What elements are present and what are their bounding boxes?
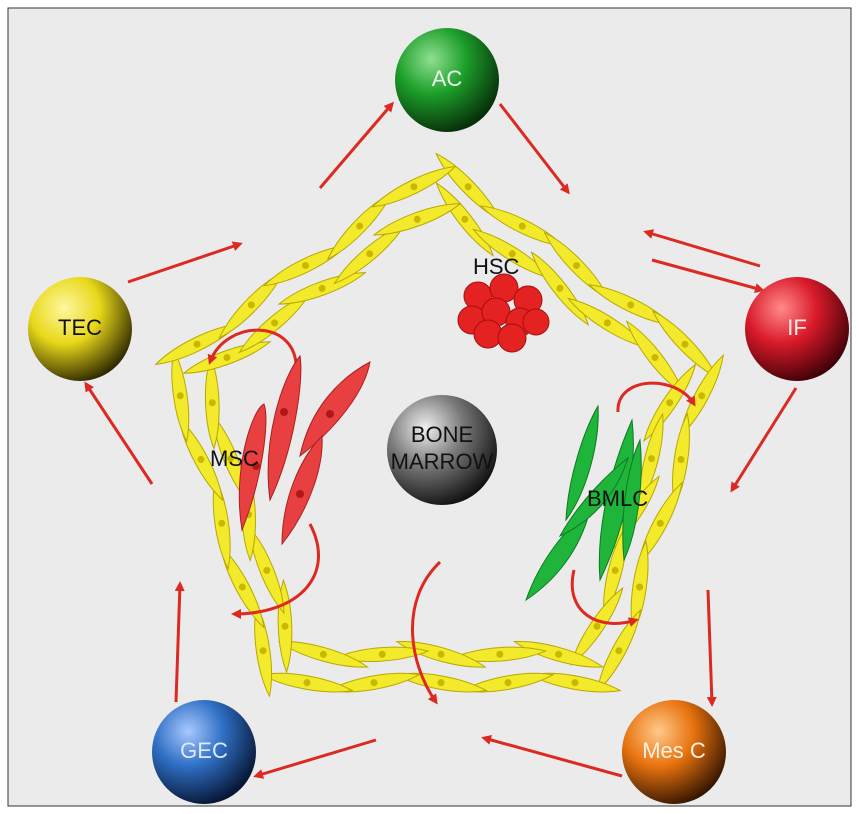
gec-label: GEC [180, 738, 228, 763]
if-sphere: IF [745, 277, 849, 381]
ring-spindle-cell [643, 363, 697, 443]
outer-arrows [84, 101, 798, 779]
arrow-from-tec [127, 241, 243, 284]
ac-sphere: AC [395, 28, 499, 132]
arrow-to-gec [253, 738, 377, 779]
gec-sphere: GEC [152, 700, 256, 804]
mesc-sphere: Mes C [622, 700, 726, 804]
mesc-label: Mes C [642, 738, 706, 763]
bmlc-label: BMLC [587, 486, 648, 511]
arrow-to-mesc [706, 589, 717, 707]
bone-marrow-label-line1: BONE [411, 422, 473, 447]
msc-label: MSC [210, 446, 259, 471]
ring-spindle-cell [512, 641, 605, 668]
arrow-from-ac [498, 103, 570, 195]
arrow-to-if [651, 258, 765, 293]
arrow-bmlc-bottom [570, 569, 639, 627]
arrow-bmlc-top [616, 381, 696, 413]
hsc-cell-cluster [457, 273, 550, 353]
msc-cells [238, 354, 371, 546]
tec-label: TEC [58, 315, 102, 340]
inner-arrows [207, 328, 696, 705]
arrow-to-tec [84, 381, 154, 485]
if-label: IF [787, 315, 807, 340]
bone-marrow-label-line2: MARROW [391, 449, 494, 474]
ac-label: AC [432, 66, 463, 91]
arrow-bone-marrow [411, 560, 442, 705]
ring-spindle-cell [334, 646, 430, 662]
bone-marrow-sphere: BONE MARROW [387, 395, 497, 505]
ring-spindle-cell [182, 341, 272, 374]
bmlc-cells [525, 404, 642, 602]
spindle-cell-ring [154, 152, 725, 698]
ring-spindle-cell [372, 203, 462, 236]
ring-spindle-cell [371, 165, 457, 208]
ring-spindle-cell [528, 672, 622, 693]
arrow-from-mesc [481, 735, 623, 778]
arrow-from-gec [174, 581, 185, 703]
arrow-to-ring-from-if [643, 229, 761, 268]
ring-spindle-cell [277, 272, 367, 305]
ring-spindle-cell [395, 641, 487, 668]
tec-sphere: TEC [28, 277, 132, 381]
ring-spindle-cell [530, 250, 590, 326]
arrow-to-ac [318, 101, 394, 189]
arrow-msc-top [207, 328, 298, 373]
hsc-label: HSC [473, 254, 520, 279]
arrow-msc-bottom [231, 523, 320, 619]
arrow-from-if [730, 387, 798, 493]
